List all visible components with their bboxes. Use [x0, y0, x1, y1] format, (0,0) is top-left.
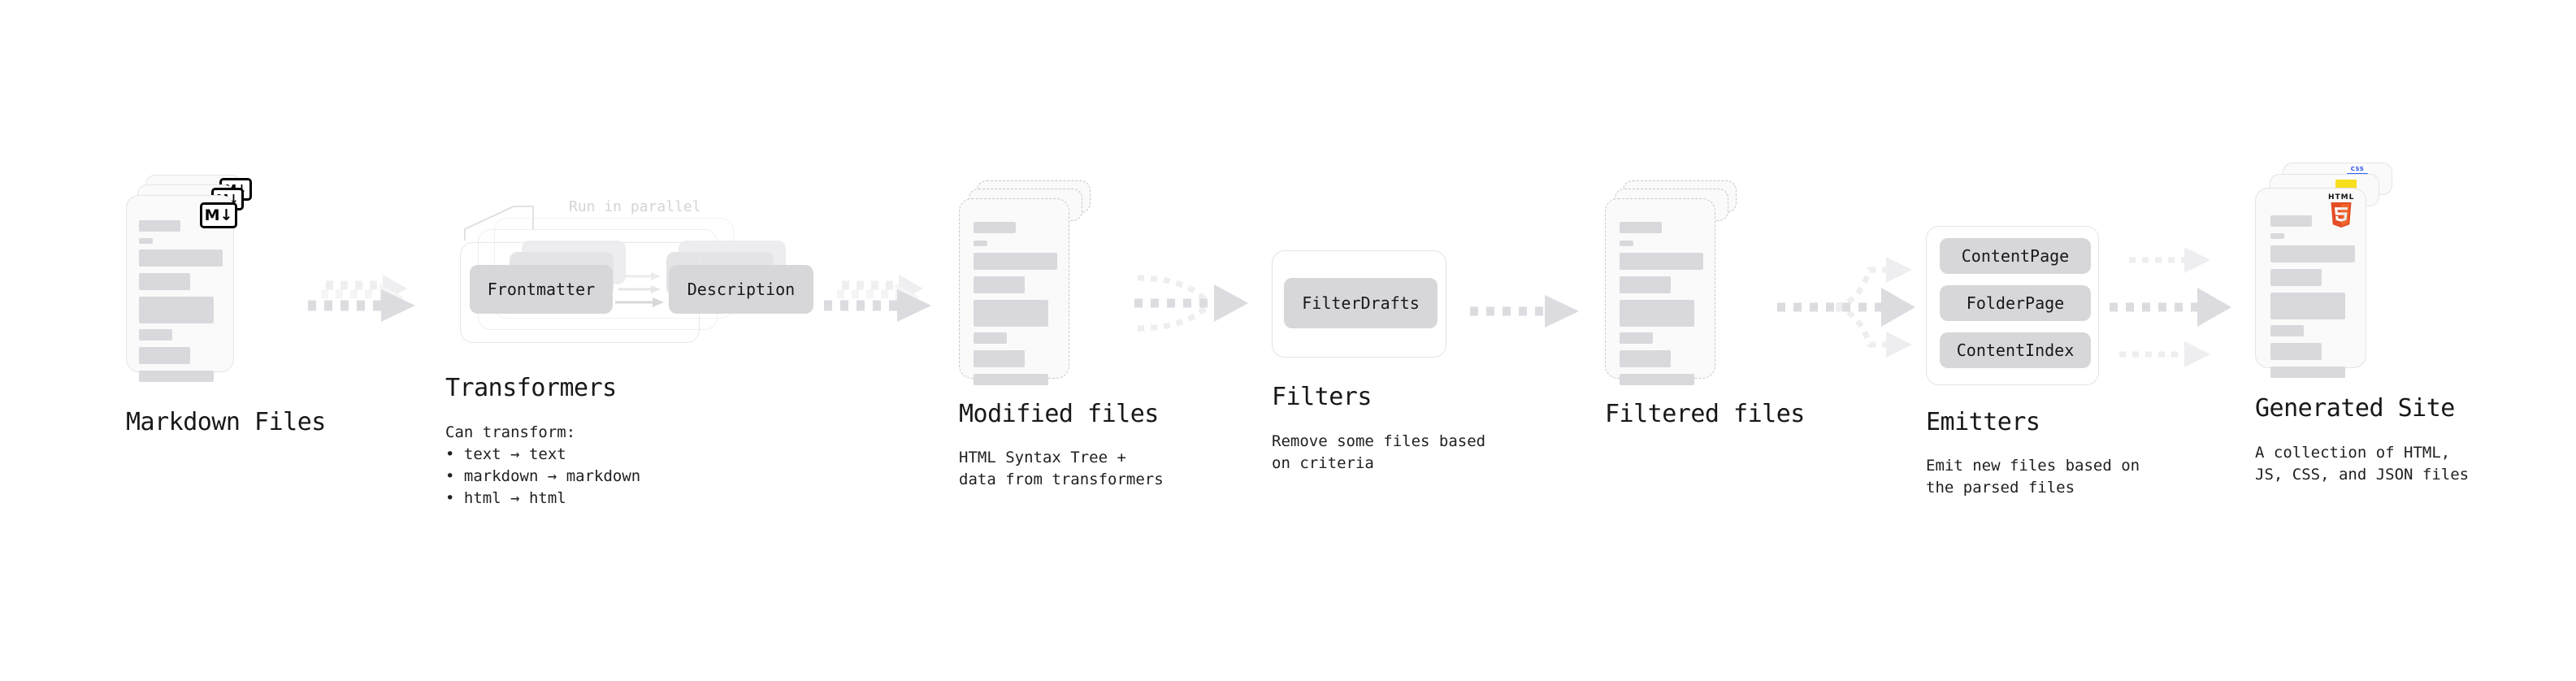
stage-title-markdown-files: Markdown Files	[126, 408, 326, 436]
connector-modified-to-filters	[1128, 262, 1274, 351]
emitters-pill-contentpage-label: ContentPage	[1961, 246, 2070, 266]
css-badge-label: CSS	[2350, 166, 2365, 172]
stage-desc-modified-files: HTML Syntax Tree + data from transformer…	[959, 449, 1164, 488]
connector-filtered-to-emitters	[1776, 236, 1930, 374]
run-in-parallel-label: Run in parallel	[569, 198, 701, 215]
stage-generated-site: CSS HTML	[2255, 163, 2469, 484]
filters-pill-filterdrafts-label: FilterDrafts	[1302, 293, 1420, 313]
html5-badge-icon: HTML	[2328, 194, 2354, 228]
markdown-badge-front: M↓	[200, 202, 237, 228]
dashed-arrow-icon	[1470, 295, 1579, 327]
dashed-stacked-arrow-icon	[824, 275, 931, 322]
filtered-card-front	[1605, 198, 1715, 385]
dashed-merge-arrow-icon	[1134, 275, 1248, 332]
stage-emitters: ContentPage FolderPage ContentIndex Emit…	[1926, 226, 2140, 497]
stage-title-filters: Filters	[1272, 383, 1372, 411]
emitters-pill-folderpage-label: FolderPage	[1966, 293, 2065, 313]
filters-pill-filterdrafts[interactable]: FilterDrafts	[1284, 278, 1438, 328]
modified-card-front	[959, 198, 1069, 385]
stage-title-emitters: Emitters	[1926, 408, 2040, 436]
site-card-html	[2255, 188, 2366, 378]
html5-badge-label: HTML	[2328, 193, 2355, 202]
emitters-pill-contentindex-label: ContentIndex	[1956, 340, 2075, 360]
modified-file-stack	[959, 180, 1121, 392]
stage-markdown-files: M↓ M↓ M↓ Markdown Files	[126, 175, 326, 436]
stage-title-generated-site: Generated Site	[2255, 394, 2455, 423]
stage-title-modified-files: Modified files	[959, 400, 1159, 428]
emitters-pill-contentpage[interactable]: ContentPage	[1940, 238, 2091, 274]
generated-site-stack: CSS HTML	[2255, 163, 2442, 382]
stage-desc-filters: Remove some files based on criteria	[1272, 432, 1486, 472]
dashed-parallel-arrows-icon	[2110, 247, 2231, 367]
emitters-pill-contentindex[interactable]: ContentIndex	[1940, 332, 2091, 368]
stage-title-filtered-files: Filtered files	[1605, 400, 1805, 428]
modified-card-skeleton	[960, 199, 1069, 385]
connector-transformers-to-modified	[821, 273, 951, 330]
transformer-pill-frontmatter-label: Frontmatter	[487, 280, 596, 299]
stage-filters: FilterDrafts Filters Remove some files b…	[1272, 250, 1485, 472]
markdown-file-stack: M↓ M↓ M↓	[126, 175, 305, 390]
dashed-stacked-arrow-icon	[308, 275, 415, 322]
emitters-panel: ContentPage FolderPage ContentIndex	[1926, 226, 2099, 385]
stage-title-transformers: Transformers	[445, 374, 617, 402]
run-in-parallel-bracket-icon	[464, 206, 534, 241]
stage-filtered-files: Filtered files	[1605, 180, 1805, 428]
stage-desc-generated-site: A collection of HTML, JS, CSS, and JSON …	[2255, 444, 2470, 484]
stage-desc-transformers: Can transform: • text → text • markdown …	[445, 423, 641, 507]
connector-markdown-to-transformers	[305, 273, 435, 330]
html5-shield-icon	[2331, 202, 2352, 228]
transformer-pill-frontmatter[interactable]: Frontmatter	[470, 265, 613, 314]
generated-site-skeleton	[2256, 189, 2366, 378]
filtered-file-stack	[1605, 180, 1767, 392]
transformer-pill-description[interactable]: Description	[669, 265, 813, 314]
transformer-pill-description-label: Description	[687, 280, 796, 299]
markdown-card-skeleton	[127, 196, 233, 382]
filtered-card-skeleton	[1606, 199, 1715, 385]
dashed-split-arrow-icon	[1777, 257, 1915, 358]
stage-modified-files: Modified files HTML Syntax Tree + data f…	[959, 180, 1164, 488]
emitters-pill-folderpage[interactable]: FolderPage	[1940, 285, 2091, 321]
connector-filters-to-filtered	[1467, 291, 1597, 332]
connector-emitters-to-site	[2110, 234, 2256, 380]
stage-desc-emitters: Emit new files based on the parsed files	[1926, 457, 2140, 497]
transformer-inner-arrows-icon	[615, 272, 664, 307]
filters-panel: FilterDrafts	[1272, 250, 1446, 358]
